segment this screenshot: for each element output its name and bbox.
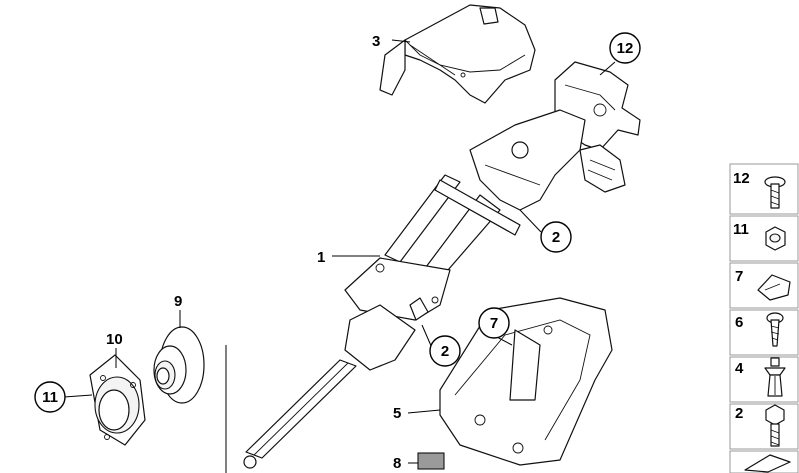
panel-row-11: 11 <box>729 215 799 262</box>
panel-label-7: 7 <box>735 268 743 285</box>
hex-nut-icon <box>765 226 786 251</box>
panel-label-6: 6 <box>735 314 743 331</box>
screw-icon <box>766 312 784 347</box>
callout-5: 5 <box>393 405 401 422</box>
panel-row-12: 12 <box>729 163 799 215</box>
panel-row-wedge <box>729 450 799 473</box>
panel-row-4: 4 <box>729 356 799 403</box>
panel-row-6: 6 <box>729 309 799 356</box>
callout-2-upper: 2 <box>552 229 560 246</box>
hex-bolt-icon <box>765 404 785 447</box>
callouts: 3 12 1 2 2 7 5 8 9 10 11 <box>34 32 641 472</box>
boot <box>153 326 205 404</box>
bolt-icon <box>764 176 786 209</box>
lower-trim-cover <box>439 297 613 466</box>
callout-10: 10 <box>106 331 123 348</box>
panel-label-12: 12 <box>733 170 750 187</box>
callout-3: 3 <box>372 33 380 50</box>
expanding-rivet-icon <box>764 357 786 397</box>
callout-9: 9 <box>174 293 182 310</box>
clip-nut-icon <box>757 274 791 301</box>
steering-column <box>243 109 586 469</box>
callout-7: 7 <box>490 315 498 332</box>
callout-1: 1 <box>317 249 325 266</box>
hardware-panel: 12 11 7 6 <box>729 163 799 473</box>
callout-8: 8 <box>393 455 401 472</box>
panel-row-2: 2 <box>729 403 799 450</box>
wedge-icon <box>744 454 791 473</box>
callout-2-lower: 2 <box>441 343 449 360</box>
callout-11: 11 <box>42 389 58 406</box>
panel-label-4: 4 <box>735 360 744 377</box>
panel-label-11: 11 <box>733 221 749 238</box>
upper-trim-cover <box>379 4 536 104</box>
panel-row-7: 7 <box>729 262 799 309</box>
pad-part <box>417 452 445 470</box>
callout-12: 12 <box>617 40 634 57</box>
panel-label-2: 2 <box>735 405 743 422</box>
flange <box>89 354 146 446</box>
leader-lines <box>63 39 616 473</box>
